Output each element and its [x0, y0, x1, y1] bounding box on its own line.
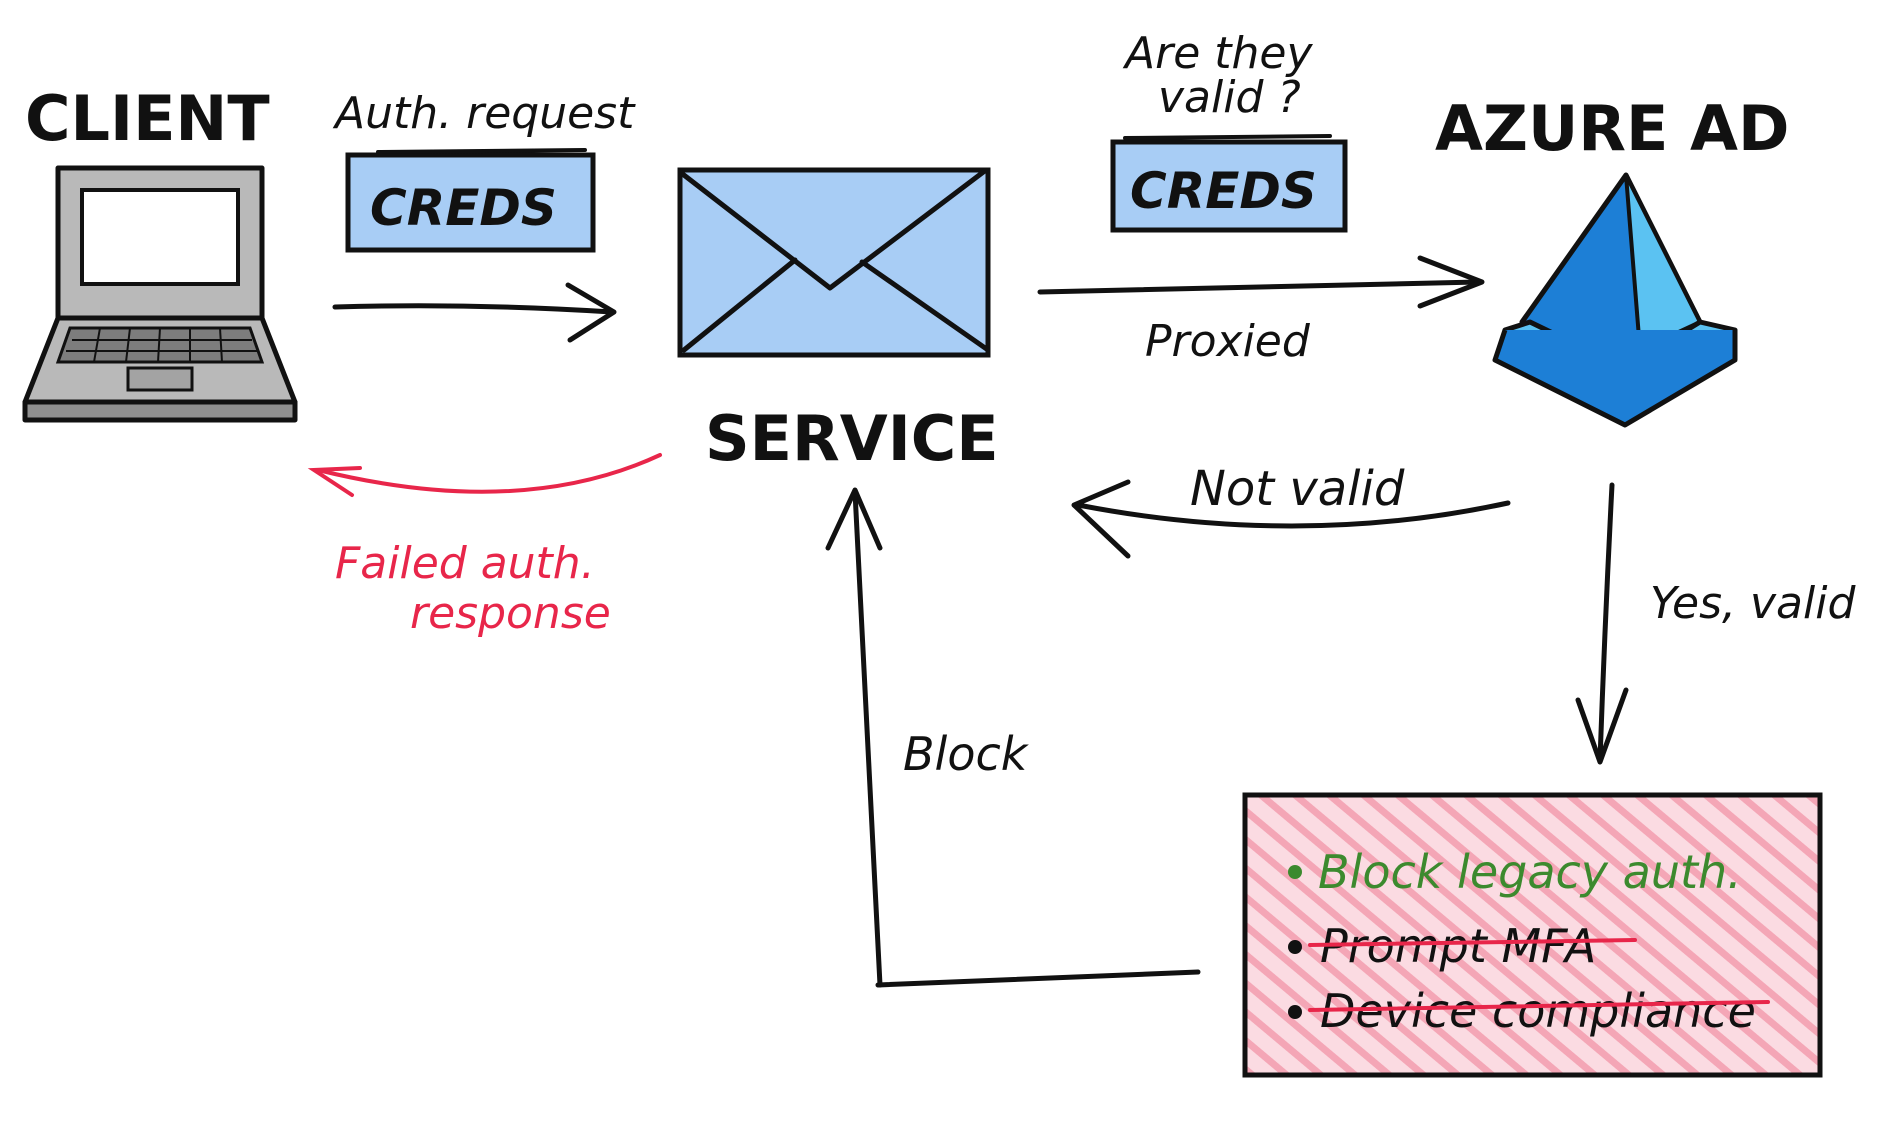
- failed-auth-line1: Failed auth.: [335, 538, 595, 589]
- azure-ad-pyramid-icon: [1492, 172, 1738, 428]
- not-valid-label: Not valid: [1190, 461, 1405, 517]
- yes-valid-label: Yes, valid: [1650, 578, 1856, 629]
- client-title: CLIENT: [25, 82, 270, 155]
- proxied-label: Proxied: [1145, 316, 1311, 367]
- laptop-icon: [22, 165, 298, 423]
- creds-card-left: CREDS: [345, 148, 596, 253]
- envelope-icon: [677, 167, 991, 358]
- creds-left-text: CREDS: [370, 179, 557, 237]
- policy-item-3-text: Device compliance: [1320, 984, 1756, 1038]
- are-they-valid-line2: valid ?: [1158, 72, 1301, 123]
- service-title: SERVICE: [705, 402, 999, 475]
- arrow-azure-to-service: [1071, 479, 1511, 559]
- arrow-azure-to-policy: [1575, 482, 1629, 765]
- auth-request-label: Auth. request: [332, 88, 636, 139]
- creds-card-right: CREDS: [1110, 134, 1348, 233]
- arrow-client-to-service: [332, 282, 617, 343]
- policy-item-1-text: Block legacy auth.: [1318, 845, 1742, 899]
- arrow-service-to-client-failed: [307, 453, 662, 497]
- policy-item-prompt-mfa: Prompt MFA: [1288, 919, 1637, 973]
- failed-auth-line2: response: [410, 588, 611, 639]
- policy-item-device-compliance: Device compliance: [1288, 984, 1770, 1038]
- are-they-valid-line1: Are they: [1122, 28, 1313, 79]
- arrow-policy-to-service-block: [825, 487, 1201, 988]
- arrow-service-to-azure: [1037, 255, 1485, 309]
- creds-right-text: CREDS: [1130, 162, 1317, 220]
- block-label: Block: [903, 727, 1030, 781]
- policy-item-block-legacy-auth: Block legacy auth.: [1288, 845, 1742, 899]
- azure-ad-title: AZURE AD: [1435, 92, 1789, 165]
- policy-box: [1242, 792, 1823, 1078]
